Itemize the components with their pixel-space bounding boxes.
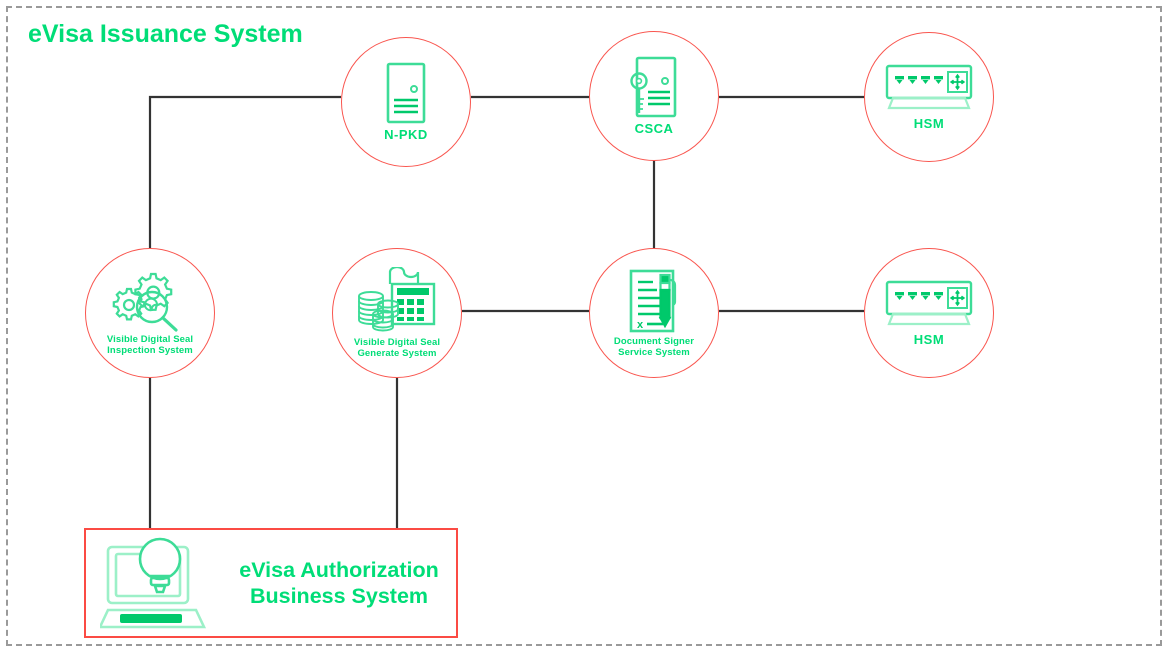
business-system-label: eVisa Authorization Business System bbox=[239, 557, 439, 608]
gears-magnifier-icon bbox=[110, 270, 190, 332]
node-label: Visible Digital Seal Generate System bbox=[353, 336, 441, 359]
node-csca[interactable]: CSCA bbox=[589, 31, 719, 161]
hsm-appliance-icon bbox=[883, 62, 975, 114]
node-hsm-bottom[interactable]: HSM bbox=[864, 248, 994, 378]
laptop-bulb-icon bbox=[97, 534, 208, 632]
node-vds-inspection[interactable]: Visible Digital Seal Inspection System bbox=[85, 248, 215, 378]
document-server-icon bbox=[379, 61, 433, 125]
document-pen-icon: x bbox=[624, 268, 684, 334]
hsm-appliance-icon bbox=[883, 278, 975, 330]
node-n-pkd[interactable]: N-PKD bbox=[341, 37, 471, 167]
key-certificate-icon bbox=[623, 55, 685, 119]
calculator-coins-icon bbox=[356, 265, 438, 335]
node-label: Visible Digital Seal Inspection System bbox=[106, 333, 194, 356]
node-hsm-top[interactable]: HSM bbox=[864, 32, 994, 162]
node-label: CSCA bbox=[634, 121, 674, 137]
node-label: HSM bbox=[913, 332, 945, 348]
svg-text:x: x bbox=[637, 319, 644, 331]
node-vds-generate[interactable]: Visible Digital Seal Generate System bbox=[332, 248, 462, 378]
node-label: HSM bbox=[913, 116, 945, 132]
evisa-authorization-business-system[interactable]: eVisa Authorization Business System bbox=[84, 528, 458, 638]
node-label: N-PKD bbox=[384, 127, 428, 143]
node-document-signer[interactable]: x Document Signer Service System bbox=[589, 248, 719, 378]
node-label: Document Signer Service System bbox=[613, 335, 695, 358]
page-title: eVisa Issuance System bbox=[28, 20, 303, 48]
